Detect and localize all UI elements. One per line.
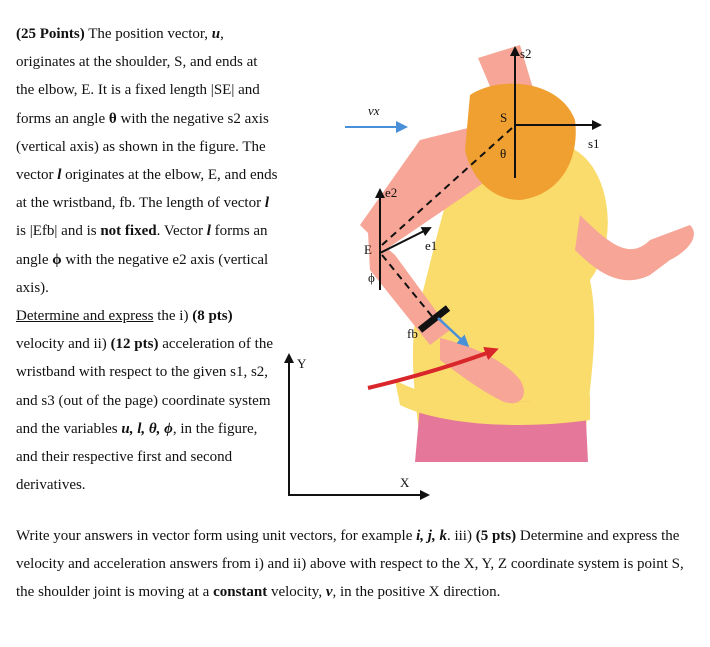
label-e1: e1 [425,238,437,253]
label-X: X [400,475,410,490]
forearm-shape [368,232,450,345]
instructions-text: Write your answers in vector form using … [16,522,698,607]
text-span: , in the positive X direction. [332,584,501,601]
text-span: velocity, [267,584,326,601]
text-span: . Vector [156,223,207,240]
text-span: forms an angle [16,223,268,268]
problem-statement-column: (25 Points) The position vector, u, orig… [16,20,278,499]
label-S: S [500,110,507,125]
constant-emphasis: constant [213,584,268,601]
var-v: v [325,584,333,601]
phi-symbol: ϕ [52,251,62,268]
points-total: (25 Points) [16,26,85,42]
text-span: acceleration of the wristband with respe… [16,336,273,437]
right-arm-shape [575,215,694,281]
points-part-3: (5 pts) [475,528,517,544]
label-theta: θ [500,146,506,161]
task-underline: Determine and express [16,308,154,325]
var-l: l [57,167,62,184]
label-fb: fb [407,326,418,341]
label-s1: s1 [588,136,600,151]
text-span: , in the figure, and their respective fi… [16,420,258,494]
text-span: velocity and ii) [16,336,111,353]
motion-arc [367,346,499,390]
text-span: . iii) [446,528,476,544]
problem-paragraph: (25 Points) The position vector, u, orig… [16,20,278,302]
body-illustration [360,45,694,462]
label-E: E [364,242,372,257]
wristband-shape [417,305,451,333]
label-Y: Y [297,356,307,371]
e1-axis [379,227,432,254]
text-span: the i) [153,308,193,325]
unit-vectors: i, j, k [416,528,447,544]
label-e2: e2 [385,185,397,200]
text-span: with the negative e2 axis (vertical axis… [16,251,269,296]
vector-l [381,254,436,321]
theta-symbol: θ [108,110,117,127]
not-fixed-emphasis: not fixed [100,223,157,240]
text-span: , originates at the shoulder, S, and end… [16,26,260,127]
label-s2: s2 [520,46,532,61]
vector-u [381,127,513,246]
text-span: The position vector, [84,26,212,42]
hand-shape [440,338,524,404]
points-part-2: (12 pts) [110,336,159,353]
task-paragraph: Determine and express the i) (8 pts) vel… [16,302,278,499]
wrist-velocity-arrow [437,317,470,348]
var-l: l [264,195,269,212]
text-span: is |Efb| and is [16,223,101,240]
text-span: Write your answers in vector form using … [16,528,417,544]
var-u: u [211,26,221,42]
text-span: originates at the elbow, E, and ends at … [16,167,278,212]
var-l: l [206,223,211,240]
shirt-hem [395,380,590,425]
points-part-1: (8 pts) [192,308,233,325]
instructions-paragraph: Write your answers in vector form using … [16,522,698,607]
text-span: with the negative s2 axis (vertical axis… [16,110,269,184]
variables-list: u, l, θ, ϕ [121,420,173,437]
text-span: Determine and express the velocity and a… [16,528,684,601]
label-phi: ϕ [368,270,375,285]
label-vx: vx [368,103,380,118]
sleeve-shape [465,83,576,200]
